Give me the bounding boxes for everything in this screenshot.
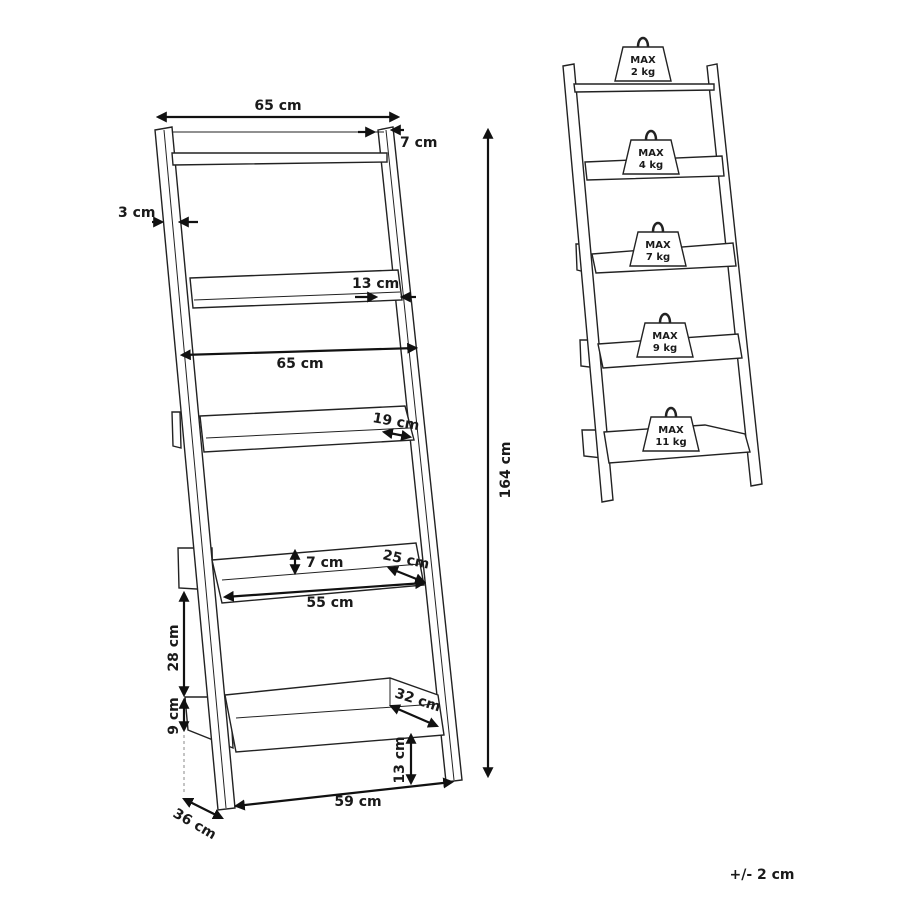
label-total-height: 164 cm (498, 442, 514, 499)
svg-text:MAX: MAX (630, 55, 656, 66)
tolerance-note: +/- 2 cm (729, 867, 794, 883)
label-upright-depth: 7 cm (400, 135, 438, 151)
svg-text:4 kg: 4 kg (639, 160, 663, 171)
label-base-depth: 36 cm (170, 806, 219, 843)
weight-icons: MAX 2 kg MAX 4 kg MAX 7 kg MAX 9 kg MAX … (614, 36, 700, 452)
label-shelf2-width: 65 cm (276, 356, 323, 372)
weight-icon-tier-1: MAX 2 kg (614, 36, 672, 82)
svg-text:MAX: MAX (645, 240, 671, 251)
svg-text:7 kg: 7 kg (646, 252, 670, 263)
svg-text:9 kg: 9 kg (653, 343, 677, 354)
weight-icon-tier-5: MAX 11 kg (642, 406, 700, 452)
label-base-width: 59 cm (334, 794, 381, 810)
svg-text:MAX: MAX (658, 425, 684, 436)
label-shelf4-width: 55 cm (306, 595, 353, 611)
label-gap-height: 28 cm (166, 624, 182, 671)
label-bottom-clearance: 13 cm (392, 736, 408, 783)
svg-text:MAX: MAX (652, 331, 678, 342)
svg-text:MAX: MAX (638, 148, 664, 159)
weight-icon-tier-4: MAX 9 kg (636, 312, 694, 358)
svg-text:11 kg: 11 kg (655, 437, 686, 448)
weight-icon-tier-2: MAX 4 kg (622, 129, 680, 175)
label-bottom-shelf-height: 9 cm (166, 697, 182, 735)
weight-icon-tier-3: MAX 7 kg (629, 221, 687, 267)
label-shelf4-lip: 7 cm (306, 555, 344, 571)
label-upright-thickness: 3 cm (118, 205, 156, 221)
label-top-width: 65 cm (254, 98, 301, 114)
label-shelf2-depth: 13 cm (352, 276, 399, 292)
svg-text:2 kg: 2 kg (631, 67, 655, 78)
dimension-lines (152, 111, 494, 819)
